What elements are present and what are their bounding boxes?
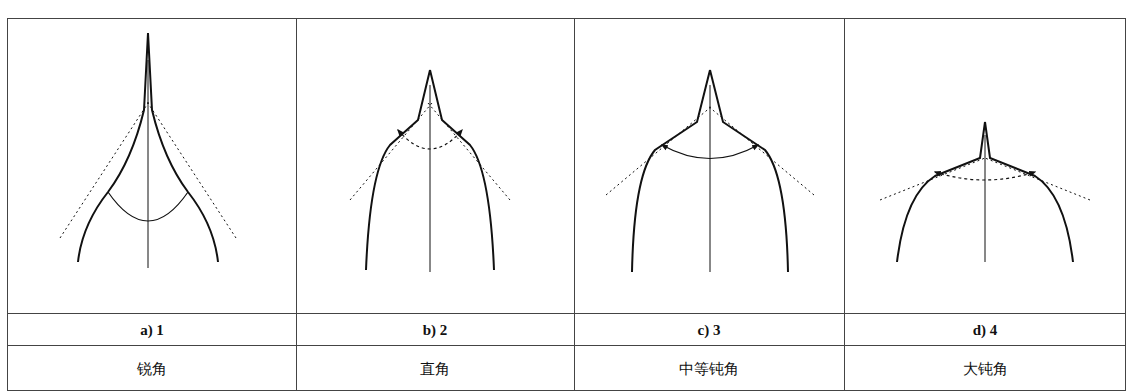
acute-angle-figure: [60, 33, 236, 268]
figure-label: b) 2: [423, 322, 448, 339]
angle-name: 中等钝角: [679, 360, 739, 379]
right-angle-figure: [350, 70, 510, 272]
figure-label: c) 3: [698, 322, 721, 339]
figure-label: a) 1: [140, 322, 164, 339]
figure-label: d) 4: [973, 322, 998, 339]
angle-name: 锐角: [137, 360, 167, 379]
large-obtuse-figure: [880, 122, 1090, 262]
angle-name: 大钝角: [963, 360, 1008, 379]
angle-name: 直角: [420, 360, 450, 379]
medium-obtuse-figure: [606, 70, 814, 272]
table-grid: [7, 18, 1126, 391]
